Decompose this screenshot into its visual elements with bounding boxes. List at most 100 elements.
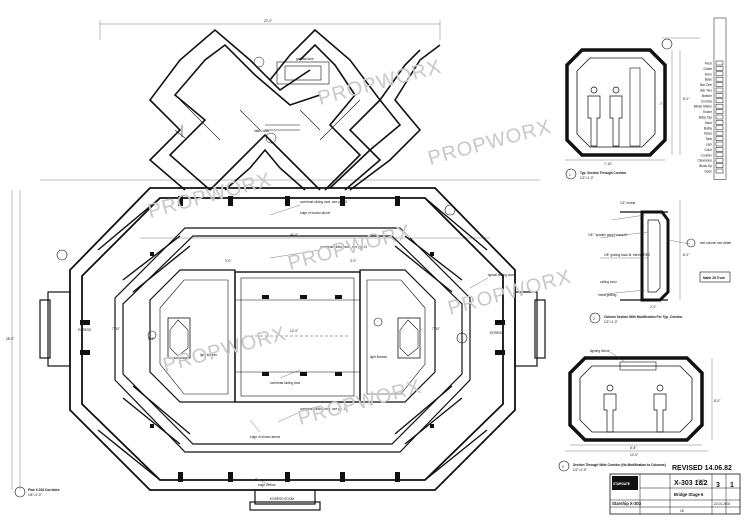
section-3-title: Section Through Wide Corridor (No Modifi… xyxy=(573,463,666,467)
legend-label: Floor xyxy=(705,62,713,66)
section-1-scale: 1/2"=1'-0" xyxy=(580,176,594,180)
section-1-width: 7'-10" xyxy=(604,162,612,166)
legend-label: Open xyxy=(704,170,712,174)
legend-label: Guide xyxy=(703,67,712,71)
section-1-title: Typ. Section Through Corridor xyxy=(580,171,627,175)
legend-label: Glass xyxy=(704,132,713,136)
legend-frame xyxy=(713,17,727,180)
section-2-reveal: 1/2" reveal xyxy=(620,201,635,205)
section-3-width-2: 10'-0" xyxy=(630,453,638,457)
section-2-marker: 2 xyxy=(593,317,595,321)
tb-scale: 11/15 xyxy=(697,479,705,483)
plan-scale: 1/8"=1'-0" xyxy=(28,493,42,497)
legend-label: Crumbs xyxy=(701,99,713,103)
legend-label: Bottom xyxy=(702,94,712,98)
dim-top-width: 22'-0" xyxy=(264,19,272,23)
section-2-ceiling-color: ceiling color xyxy=(600,280,618,284)
label-typical-sliding: typical sliding door xyxy=(488,273,515,277)
section-1-height: 7'-6" xyxy=(660,102,666,106)
label-gallows-tube: gallows tube xyxy=(296,57,314,61)
legend-label: Tank xyxy=(705,137,712,141)
watermark-2: PROPWORX xyxy=(426,116,554,170)
dim-right-7-10: 7'-10" xyxy=(432,327,440,331)
watermark-3: PROPWORX xyxy=(146,169,274,223)
label-edge-of-floor: edge of floor xyxy=(258,483,277,487)
label-overhead-sliding-1: overhead sliding door, see pg. 13 xyxy=(300,200,347,204)
legend-swatch xyxy=(715,114,724,120)
label-egress-left: EGRESS xyxy=(78,328,91,332)
plan-title: Plan X-303 Corridors xyxy=(28,488,60,492)
legend-swatch xyxy=(715,152,724,158)
section-2-scale: 1/2"=1'-0" xyxy=(604,320,618,324)
section-2-sparkle: 1/8" "sparkle panel" back-lit xyxy=(588,233,627,237)
legend-swatch xyxy=(715,163,724,168)
label-edge-shown-above-2: edge of shown above xyxy=(250,435,281,439)
section-3-scale: 1/2"=1'-0" xyxy=(573,468,587,472)
label-edge-shown-above: edge of shown above xyxy=(300,211,331,215)
section-3-lighting: lighting fixture xyxy=(590,349,610,353)
legend-swatch xyxy=(715,130,724,136)
section-3-height: 8'-0" xyxy=(714,399,720,403)
legend-swatch xyxy=(715,147,724,152)
dim-overall-depth: 28'-0" xyxy=(6,337,14,341)
legend-swatch xyxy=(715,98,724,104)
legend-label: Color xyxy=(704,148,713,152)
label-overhead-sliding-2: overhead sliding door, see pg. 13 xyxy=(320,245,367,249)
section-1-height-2: 8'-0" xyxy=(683,97,689,101)
section-3-width: 8'-8" xyxy=(630,446,636,450)
legend-label: Counter xyxy=(701,153,713,157)
legend-swatch xyxy=(715,82,724,87)
drawing-name: Bridge Stage 6 xyxy=(674,492,704,497)
legend-swatch xyxy=(715,168,724,174)
legend-label: Base xyxy=(705,78,712,82)
legend-label: Bathy xyxy=(704,126,713,130)
legend-swatch xyxy=(715,66,724,71)
legend-label: Floor xyxy=(705,72,713,76)
label-hatch-door: hatch door xyxy=(254,129,270,133)
label-overhead-sliding-4: overhead sliding door xyxy=(270,381,301,385)
section-2-grating: 1/8" grating back-lit, behind RED xyxy=(604,253,651,257)
legend-swatch xyxy=(715,71,724,77)
watermark-4: PROPWORX xyxy=(286,221,414,275)
label-egress-room: EGRESS ROOM xyxy=(270,497,294,501)
legend-label: Kicker xyxy=(703,110,713,114)
label-egress-right: EGRESS xyxy=(490,331,503,335)
dim-3-0: 3'-0" xyxy=(225,259,231,263)
section-2-dim-8-2: 8'-2" xyxy=(683,253,689,257)
revised-date: REVISED 14.06.82 xyxy=(672,465,732,472)
section-2-ceiling-color-2: see column see detail xyxy=(700,241,731,245)
dim-left-7-10: 7'-10" xyxy=(112,327,120,331)
section-2-note-box: Matte 28 Trout xyxy=(703,276,726,280)
legend-label: Bar One xyxy=(700,83,712,87)
legend-swatch xyxy=(715,157,724,163)
floor-plan: 22'-0" 28'-0" 44'-0" xyxy=(6,19,546,511)
legend-label: Mister Mister xyxy=(694,105,713,109)
legend-swatch xyxy=(715,76,724,82)
watermark-6: PROPWORX xyxy=(161,323,289,377)
section-3-marker: 3 xyxy=(562,465,564,469)
legend-label: Bar Two xyxy=(700,89,712,93)
legend-label: Clearance xyxy=(697,159,712,163)
label-overhead-sliding-3: overhead sliding door, see pg. 13 xyxy=(300,407,347,411)
sheet-number: 3 xyxy=(716,482,720,489)
section-1-marker: 1 xyxy=(569,173,571,177)
studio-logo: STARGATE xyxy=(613,482,630,486)
legend-swatch xyxy=(715,93,724,98)
legend-label: Block Up xyxy=(699,164,712,168)
drawing-number: X-303 1&2 xyxy=(674,480,708,487)
section-wide-corridor: lighting fixture 8'-8" 10'-0" 8'-0" 3 Se… xyxy=(558,349,720,472)
label-light-fixtures-right: light fixtures xyxy=(370,355,387,359)
section-2-metal-grating: metal grating xyxy=(598,293,617,297)
legend-swatch xyxy=(715,141,724,147)
dim-center-width: 12'-0" xyxy=(290,329,298,333)
legend-swatch xyxy=(715,109,724,114)
legend-swatch xyxy=(715,125,724,131)
label-light-fixtures-left: light fixtures xyxy=(200,353,217,357)
legend-label: Sanz xyxy=(705,121,713,125)
legend-swatch xyxy=(715,60,724,66)
legend-swatch xyxy=(715,136,724,141)
section-typical-corridor: 7'-10" 7'-6" 8'-0" 1 Typ. Section Throug… xyxy=(565,37,700,180)
page-number: 18 xyxy=(680,509,684,513)
project-name: Starship X-303 xyxy=(612,501,642,506)
